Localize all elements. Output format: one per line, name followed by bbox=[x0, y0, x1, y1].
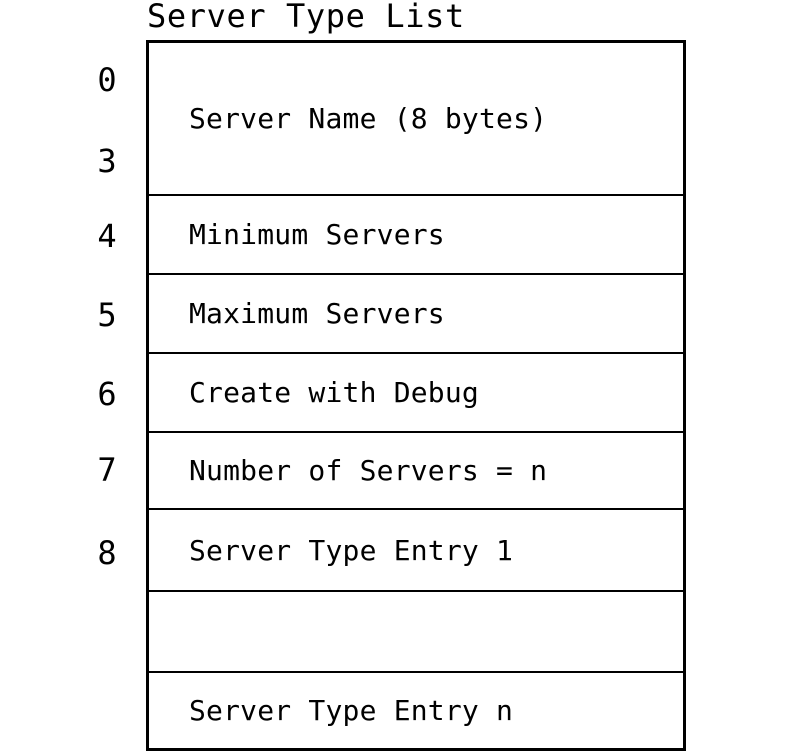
offset-label-4: 4 bbox=[97, 217, 117, 255]
table-row-empty bbox=[149, 592, 683, 673]
table-row-create-with-debug: Create with Debug bbox=[149, 354, 683, 433]
offset-label-6: 6 bbox=[97, 375, 117, 413]
row-label: Create with Debug bbox=[189, 376, 479, 409]
offset-label-3: 3 bbox=[97, 142, 117, 180]
structure-box: Server Name (8 bytes) Minimum Servers Ma… bbox=[146, 40, 686, 751]
table-row-minimum-servers: Minimum Servers bbox=[149, 196, 683, 275]
offset-label-8: 8 bbox=[97, 534, 117, 572]
diagram-title: Server Type List bbox=[147, 0, 465, 35]
offset-label-7: 7 bbox=[97, 451, 117, 489]
table-row-server-type-entry-1: Server Type Entry 1 bbox=[149, 510, 683, 592]
table-row-server-type-entry-n: Server Type Entry n bbox=[149, 673, 683, 748]
row-label: Server Type Entry n bbox=[189, 694, 514, 727]
row-label: Server Type Entry 1 bbox=[189, 533, 514, 567]
row-label: Maximum Servers bbox=[189, 297, 445, 330]
table-row-server-name: Server Name (8 bytes) bbox=[149, 43, 683, 196]
table-row-maximum-servers: Maximum Servers bbox=[149, 275, 683, 354]
row-label: Minimum Servers bbox=[189, 218, 445, 251]
table-row-number-of-servers: Number of Servers = n bbox=[149, 433, 683, 510]
row-label: Server Name (8 bytes) bbox=[189, 102, 548, 135]
offset-label-0: 0 bbox=[97, 61, 117, 99]
offset-label-5: 5 bbox=[97, 296, 117, 334]
row-label: Number of Servers = n bbox=[189, 454, 548, 487]
